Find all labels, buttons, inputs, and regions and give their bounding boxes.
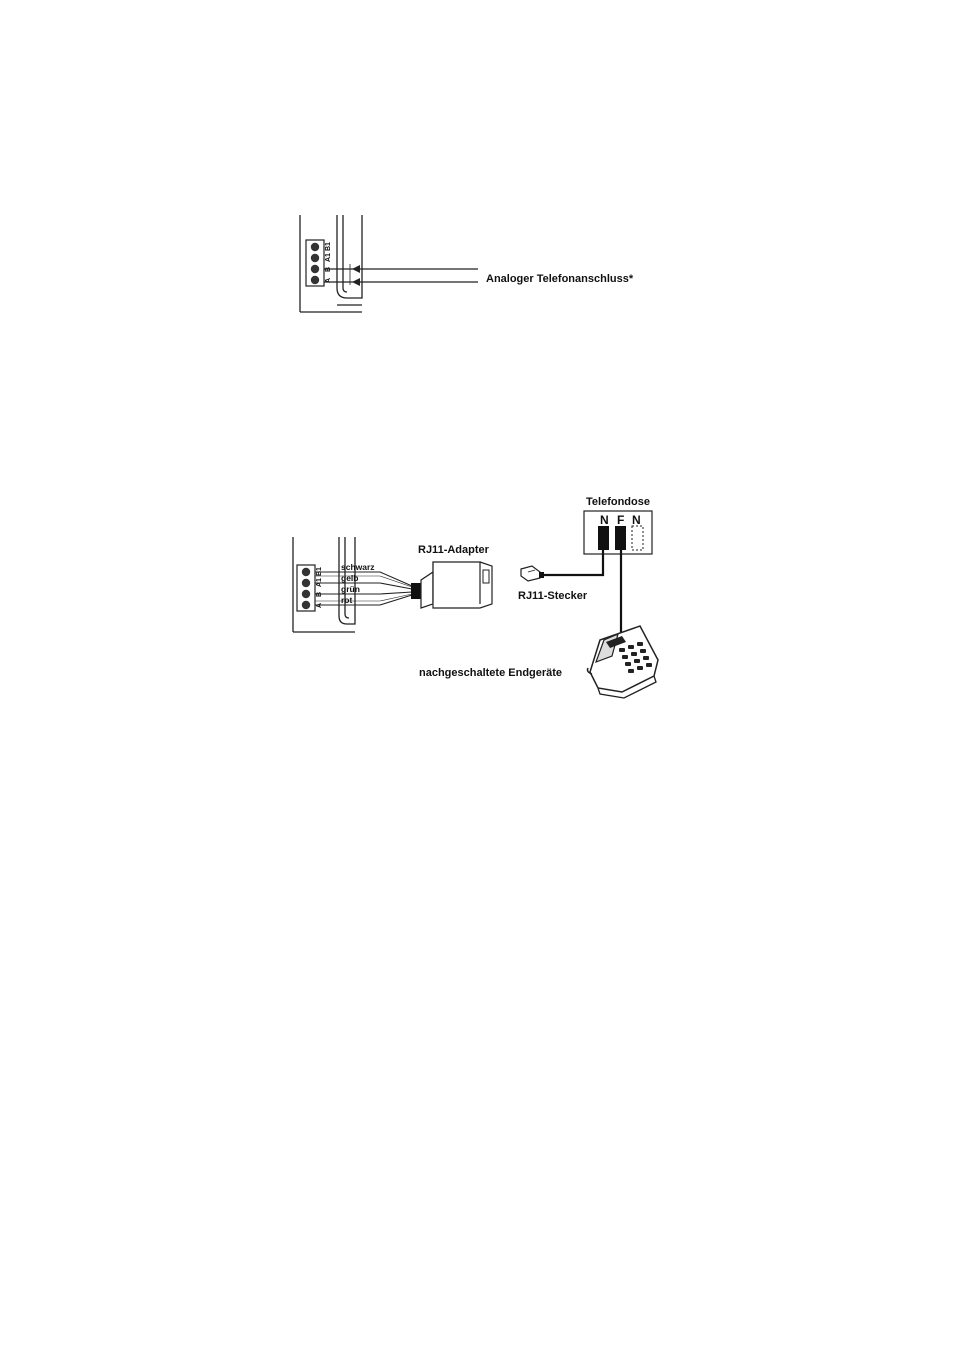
wire-label-black: schwarz (341, 562, 375, 572)
rj11-plug-icon (521, 566, 544, 581)
arrow-icon (352, 265, 360, 273)
wire-label-green: grün (341, 584, 360, 594)
rj11-adapter (411, 562, 492, 608)
terminal-screw-b1 (302, 568, 310, 576)
terminal-screw-b (302, 590, 310, 598)
terminal-label-a1: A1 (325, 253, 332, 262)
terminal-screw-a1 (302, 579, 310, 587)
terminal-label-b1: B1 (325, 242, 332, 251)
connection-label: Analoger Telefonanschluss* (486, 273, 634, 285)
socket-slot-f: F (617, 513, 624, 527)
arrow-icon (352, 278, 360, 286)
connection-wires (324, 264, 478, 285)
terminal-screw-a (311, 276, 319, 284)
terminal-screw-a1 (311, 254, 319, 262)
wire-label-yellow: gelb (341, 573, 358, 583)
telephone-icon (588, 626, 659, 698)
plug-label: RJ11-Stecker (518, 590, 588, 602)
socket-slot-n-left: N (600, 513, 609, 527)
telephone-socket: N F N (584, 511, 652, 554)
devices-label: nachgeschaltete Endgeräte (419, 667, 562, 679)
terminal-screw-a (302, 601, 310, 609)
diagram-rj11-connection: A B A1 B1 schwarz gelb grün rot RJ1 (293, 496, 658, 698)
terminal-screw-b1 (311, 243, 319, 251)
diagram-analog-connection: A B A1 B1 Analoger Telefonanschluss* (300, 215, 634, 312)
adapter-wires (315, 572, 412, 605)
terminal-screw-b (311, 265, 319, 273)
socket-label: Telefondose (586, 496, 650, 508)
socket-slot-n-right: N (632, 513, 641, 527)
adapter-label: RJ11-Adapter (418, 544, 490, 556)
wire-label-red: rot (341, 595, 353, 605)
terminal-block: A B A1 B1 (306, 240, 332, 286)
